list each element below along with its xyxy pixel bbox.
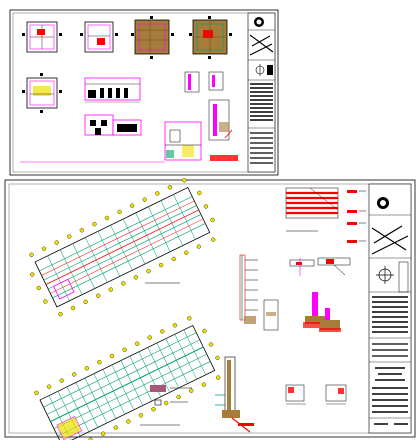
detail-drawings bbox=[184, 71, 238, 161]
floor-plan-1 bbox=[22, 21, 62, 53]
floor-plan-3 bbox=[131, 16, 174, 59]
logo-icon bbox=[377, 197, 389, 209]
upper-title-block bbox=[247, 12, 276, 173]
connection-detail-1 bbox=[285, 384, 306, 405]
beam-detail-2 bbox=[317, 257, 351, 276]
red-schedule-table bbox=[285, 187, 339, 232]
footing-detail-2 bbox=[319, 308, 341, 332]
floor-plan-2 bbox=[80, 21, 118, 53]
small-legend bbox=[150, 385, 192, 406]
legend-swatches bbox=[347, 190, 366, 243]
structural-plan-upper bbox=[29, 178, 216, 317]
section-drawing bbox=[164, 121, 202, 161]
elevation-1 bbox=[84, 77, 141, 103]
connection-detail-2 bbox=[325, 384, 347, 405]
elevation-2 bbox=[84, 114, 142, 136]
footing-detail-1 bbox=[303, 292, 327, 328]
upper-sheet bbox=[9, 9, 279, 176]
wall-section-detail bbox=[215, 356, 254, 433]
structural-plan-lower bbox=[34, 316, 221, 440]
compass-icon bbox=[376, 266, 394, 284]
floor-plan-5 bbox=[22, 73, 62, 113]
lower-title-block bbox=[368, 183, 412, 434]
column-detail bbox=[239, 254, 279, 331]
logo-icon bbox=[254, 17, 264, 27]
north-arrow-icon bbox=[255, 64, 265, 76]
floor-plan-4 bbox=[189, 16, 232, 59]
lower-sheet-frame bbox=[4, 179, 416, 438]
beam-detail-1 bbox=[289, 258, 315, 276]
lower-sheet bbox=[4, 178, 416, 440]
